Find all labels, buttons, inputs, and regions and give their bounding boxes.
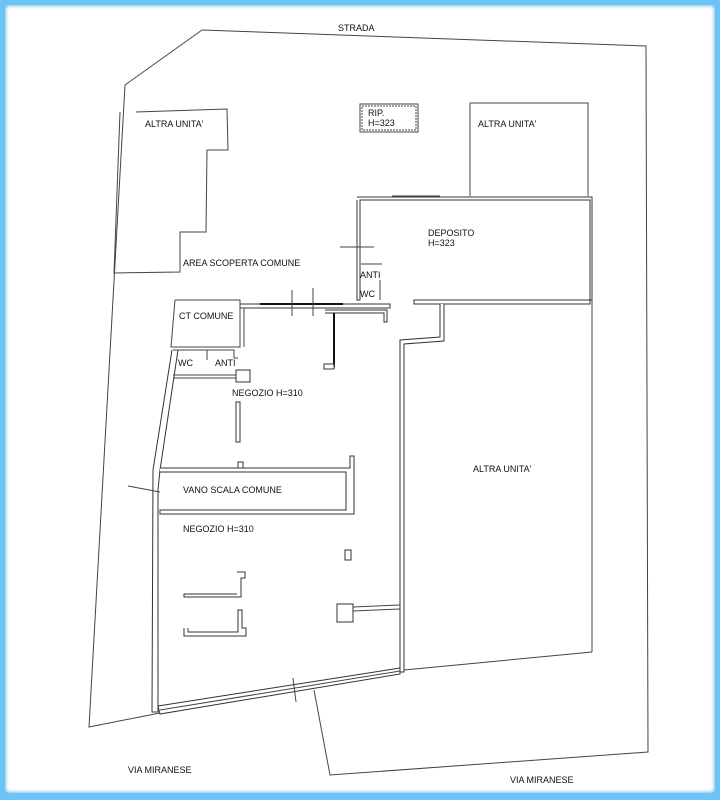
wc-block <box>173 349 238 359</box>
wall-end <box>323 363 335 370</box>
label-other-unit: ALTRA UNITA' <box>478 119 537 129</box>
other-unit-right-wall <box>399 304 445 673</box>
deposit-walls <box>356 196 593 301</box>
counter <box>352 608 401 612</box>
sink <box>235 369 251 383</box>
parcel-boundary-left <box>88 29 203 728</box>
shop-west-wall <box>151 349 179 713</box>
label-anti: ANTI <box>360 270 381 280</box>
label-other-unit: ALTRA UNITA' <box>145 119 204 129</box>
other-unit-top-left <box>113 108 229 274</box>
other-unit-top-right <box>469 102 589 196</box>
display-unit <box>183 571 246 598</box>
stairwell <box>159 455 355 515</box>
interior-partition <box>325 309 388 323</box>
drawing-frame <box>5 5 715 793</box>
label-area-comune: AREA SCOPERTA COMUNE <box>183 258 300 268</box>
shop-south-glazing <box>159 670 401 711</box>
counter <box>352 604 401 608</box>
fixture <box>344 549 352 561</box>
label-rip-height: H=323 <box>368 118 395 128</box>
door-mark <box>127 485 161 493</box>
label-ct: CT COMUNE <box>179 311 233 321</box>
label-via-miranese-left: VIA MIRANESE <box>128 765 192 775</box>
label-strada: STRADA <box>338 23 375 33</box>
parcel-boundary <box>201 29 649 776</box>
label-anti-shop: ANTI <box>215 358 236 368</box>
ct-room <box>170 299 241 348</box>
label-negozio-lower: NEGOZIO H=310 <box>183 524 254 534</box>
label-deposito: DEPOSITO <box>428 228 474 238</box>
label-wc: WC <box>360 289 375 299</box>
pillar <box>235 401 241 443</box>
ct-room-inner <box>240 307 245 347</box>
display-unit <box>183 609 247 637</box>
label-negozio-upper: NEGOZIO H=310 <box>232 388 303 398</box>
label-via-miranese-right: VIA MIRANESE <box>510 775 574 785</box>
label-rip: RIP. <box>368 108 384 118</box>
label-deposito-height: H=323 <box>428 238 455 248</box>
storage-small-inner <box>361 105 417 131</box>
fixture <box>336 603 354 623</box>
other-unit-right-bottom <box>403 651 593 671</box>
stair-post <box>237 461 244 469</box>
door-mark <box>292 677 297 703</box>
storage-small <box>359 103 419 133</box>
label-other-unit: ALTRA UNITA' <box>473 464 532 474</box>
label-vano-scala: VANO SCALA COMUNE <box>183 485 282 495</box>
label-wc-shop: WC <box>178 358 193 368</box>
deposit-bottom-wall <box>413 299 591 305</box>
